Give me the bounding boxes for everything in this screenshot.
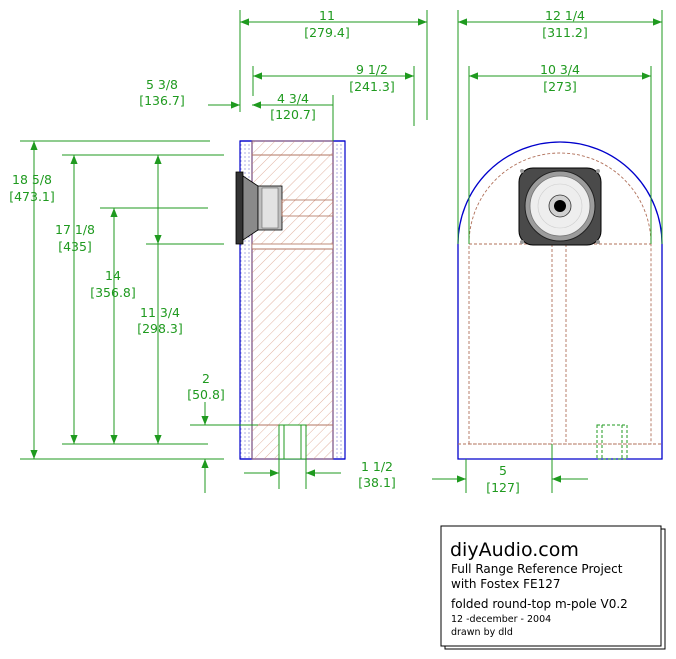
side-port <box>278 424 307 460</box>
dim-foot-height-metric: [50.8] <box>187 387 225 402</box>
dim-side-depth-imperial: 11 <box>319 8 335 23</box>
side-line-chamber <box>251 248 334 426</box>
dim-port-offset-metric: [127] <box>486 480 520 495</box>
dim-front-width-metric: [311.2] <box>542 25 588 40</box>
side-top-panel <box>251 140 334 156</box>
dim-lower-height-metric: [298.3] <box>137 321 183 336</box>
side-front-wall <box>332 140 346 460</box>
dim-foot-height-imperial: 2 <box>202 371 210 386</box>
side-driver <box>235 171 334 245</box>
dim-driver-height-imperial: 14 <box>105 268 121 283</box>
dim-side-depth-metric: [279.4] <box>304 25 350 40</box>
dim-overall-height-metric: [473.1] <box>9 189 55 204</box>
title-block-date: 12 -december - 2004 <box>451 614 551 625</box>
dim-top-to-driver-imperial: 5 3/8 <box>146 77 178 92</box>
dim-depth-inner-metric: [241.3] <box>349 79 395 94</box>
dim-inner-height-metric: [435] <box>58 239 92 254</box>
front-driver <box>518 167 602 246</box>
dim-driver-offset-imperial: 4 3/4 <box>277 91 309 106</box>
title-block-line1: Full Range Reference Project <box>451 562 623 576</box>
dim-inner-height-imperial: 17 1/8 <box>55 222 95 237</box>
front-view <box>457 141 663 460</box>
title-block-author: drawn by dld <box>451 627 513 638</box>
side-baffle-shelf <box>251 243 334 250</box>
front-inner-outline <box>468 152 652 445</box>
dim-port-offset-imperial: 5 <box>499 463 507 478</box>
side-view <box>235 140 346 460</box>
dimension-lines <box>20 10 663 493</box>
front-port <box>596 424 628 460</box>
dim-front-inner-width-metric: [273] <box>543 79 577 94</box>
dim-driver-height-metric: [356.8] <box>90 285 136 300</box>
dim-overall-height-imperial: 18 5/8 <box>12 172 52 187</box>
dim-front-inner-width-imperial: 10 3/4 <box>540 62 580 77</box>
dim-lower-height-imperial: 11 3/4 <box>140 305 180 320</box>
title-block: diyAudio.com Full Range Reference Projec… <box>440 525 666 650</box>
dim-driver-offset-metric: [120.7] <box>270 107 316 122</box>
dimension-labels: 11 [279.4] 9 1/2 [241.3] 4 3/4 [120.7] 5… <box>9 8 588 495</box>
title-block-line2: with Fostex FE127 <box>451 577 561 591</box>
dim-port-width-metric: [38.1] <box>358 475 396 490</box>
dim-front-width-imperial: 12 1/4 <box>545 8 585 23</box>
dim-port-width-imperial: 1 1/2 <box>361 459 393 474</box>
title-block-site: diyAudio.com <box>450 539 579 561</box>
dim-top-to-driver-metric: [136.7] <box>139 93 185 108</box>
dim-depth-inner-imperial: 9 1/2 <box>356 62 388 77</box>
title-block-line3: folded round-top m-pole V0.2 <box>451 597 628 611</box>
front-outline <box>457 141 663 460</box>
